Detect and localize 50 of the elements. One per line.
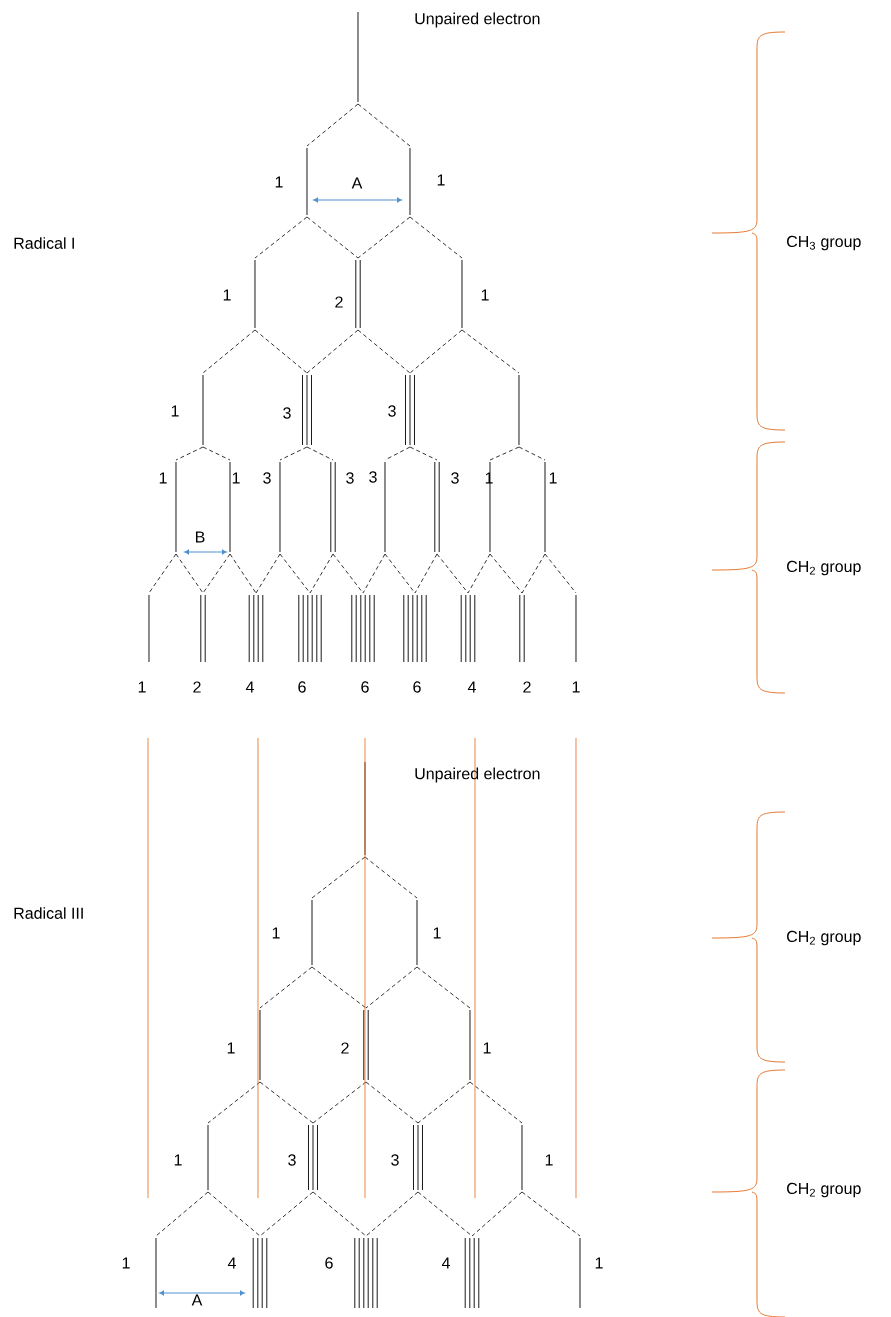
heading: Unpaired electron: [415, 767, 540, 783]
coupling-label: A: [191, 1294, 203, 1306]
intensity-number: 2: [341, 1042, 349, 1054]
group-label: CH$_{3}$ group: [787, 235, 861, 251]
intensity-number: 1: [433, 927, 441, 939]
intensity-number: 1: [483, 1042, 491, 1054]
intensity-number: 1: [275, 176, 283, 188]
group-label: CH$_{2}$ group: [787, 560, 861, 576]
intensity-number: 4: [467, 681, 476, 693]
intensity-number: 3: [263, 472, 271, 484]
heading: Unpaired electron: [415, 12, 540, 28]
intensity-number: 6: [325, 1257, 333, 1269]
group-label: CH$_{2}$ group: [787, 930, 861, 946]
radical-label: Radical III: [14, 907, 83, 919]
intensity-number: 4: [245, 681, 254, 693]
intensity-number: 1: [223, 289, 231, 301]
coupling-label: A: [351, 177, 363, 189]
intensity-number: 1: [174, 1154, 182, 1166]
intensity-number: 3: [388, 405, 396, 417]
intensity-number: 1: [549, 472, 557, 484]
intensity-number: 2: [523, 681, 531, 693]
intensity-number: 1: [437, 174, 445, 186]
intensity-number: 1: [171, 405, 179, 417]
intensity-number: 6: [413, 681, 421, 693]
intensity-number: 1: [595, 1257, 603, 1269]
intensity-number: 3: [346, 472, 354, 484]
intensity-number: 1: [272, 927, 280, 939]
intensity-number: 1: [485, 472, 493, 484]
intensity-number: 3: [369, 471, 377, 483]
intensity-number: 1: [572, 681, 580, 693]
intensity-number: 1: [481, 289, 489, 301]
intensity-number: 2: [193, 681, 201, 693]
intensity-number: 1: [227, 1042, 235, 1054]
intensity-number: 4: [227, 1257, 236, 1269]
intensity-number: 1: [232, 472, 240, 484]
intensity-number: 6: [298, 681, 306, 693]
intensity-number: 2: [335, 296, 343, 308]
group-label: CH$_{2}$ group: [787, 1182, 861, 1198]
intensity-number: 3: [283, 407, 291, 419]
intensity-number: 3: [451, 472, 459, 484]
intensity-number: 1: [138, 681, 146, 693]
intensity-number: 3: [288, 1154, 296, 1166]
intensity-number: 6: [361, 681, 369, 693]
intensity-number: 3: [391, 1154, 399, 1166]
intensity-number: 1: [122, 1257, 130, 1269]
intensity-number: 1: [159, 472, 167, 484]
intensity-number: 1: [545, 1154, 553, 1166]
intensity-number: 4: [441, 1257, 450, 1269]
coupling-label: B: [196, 531, 205, 543]
radical-label: Radical I: [14, 237, 74, 249]
